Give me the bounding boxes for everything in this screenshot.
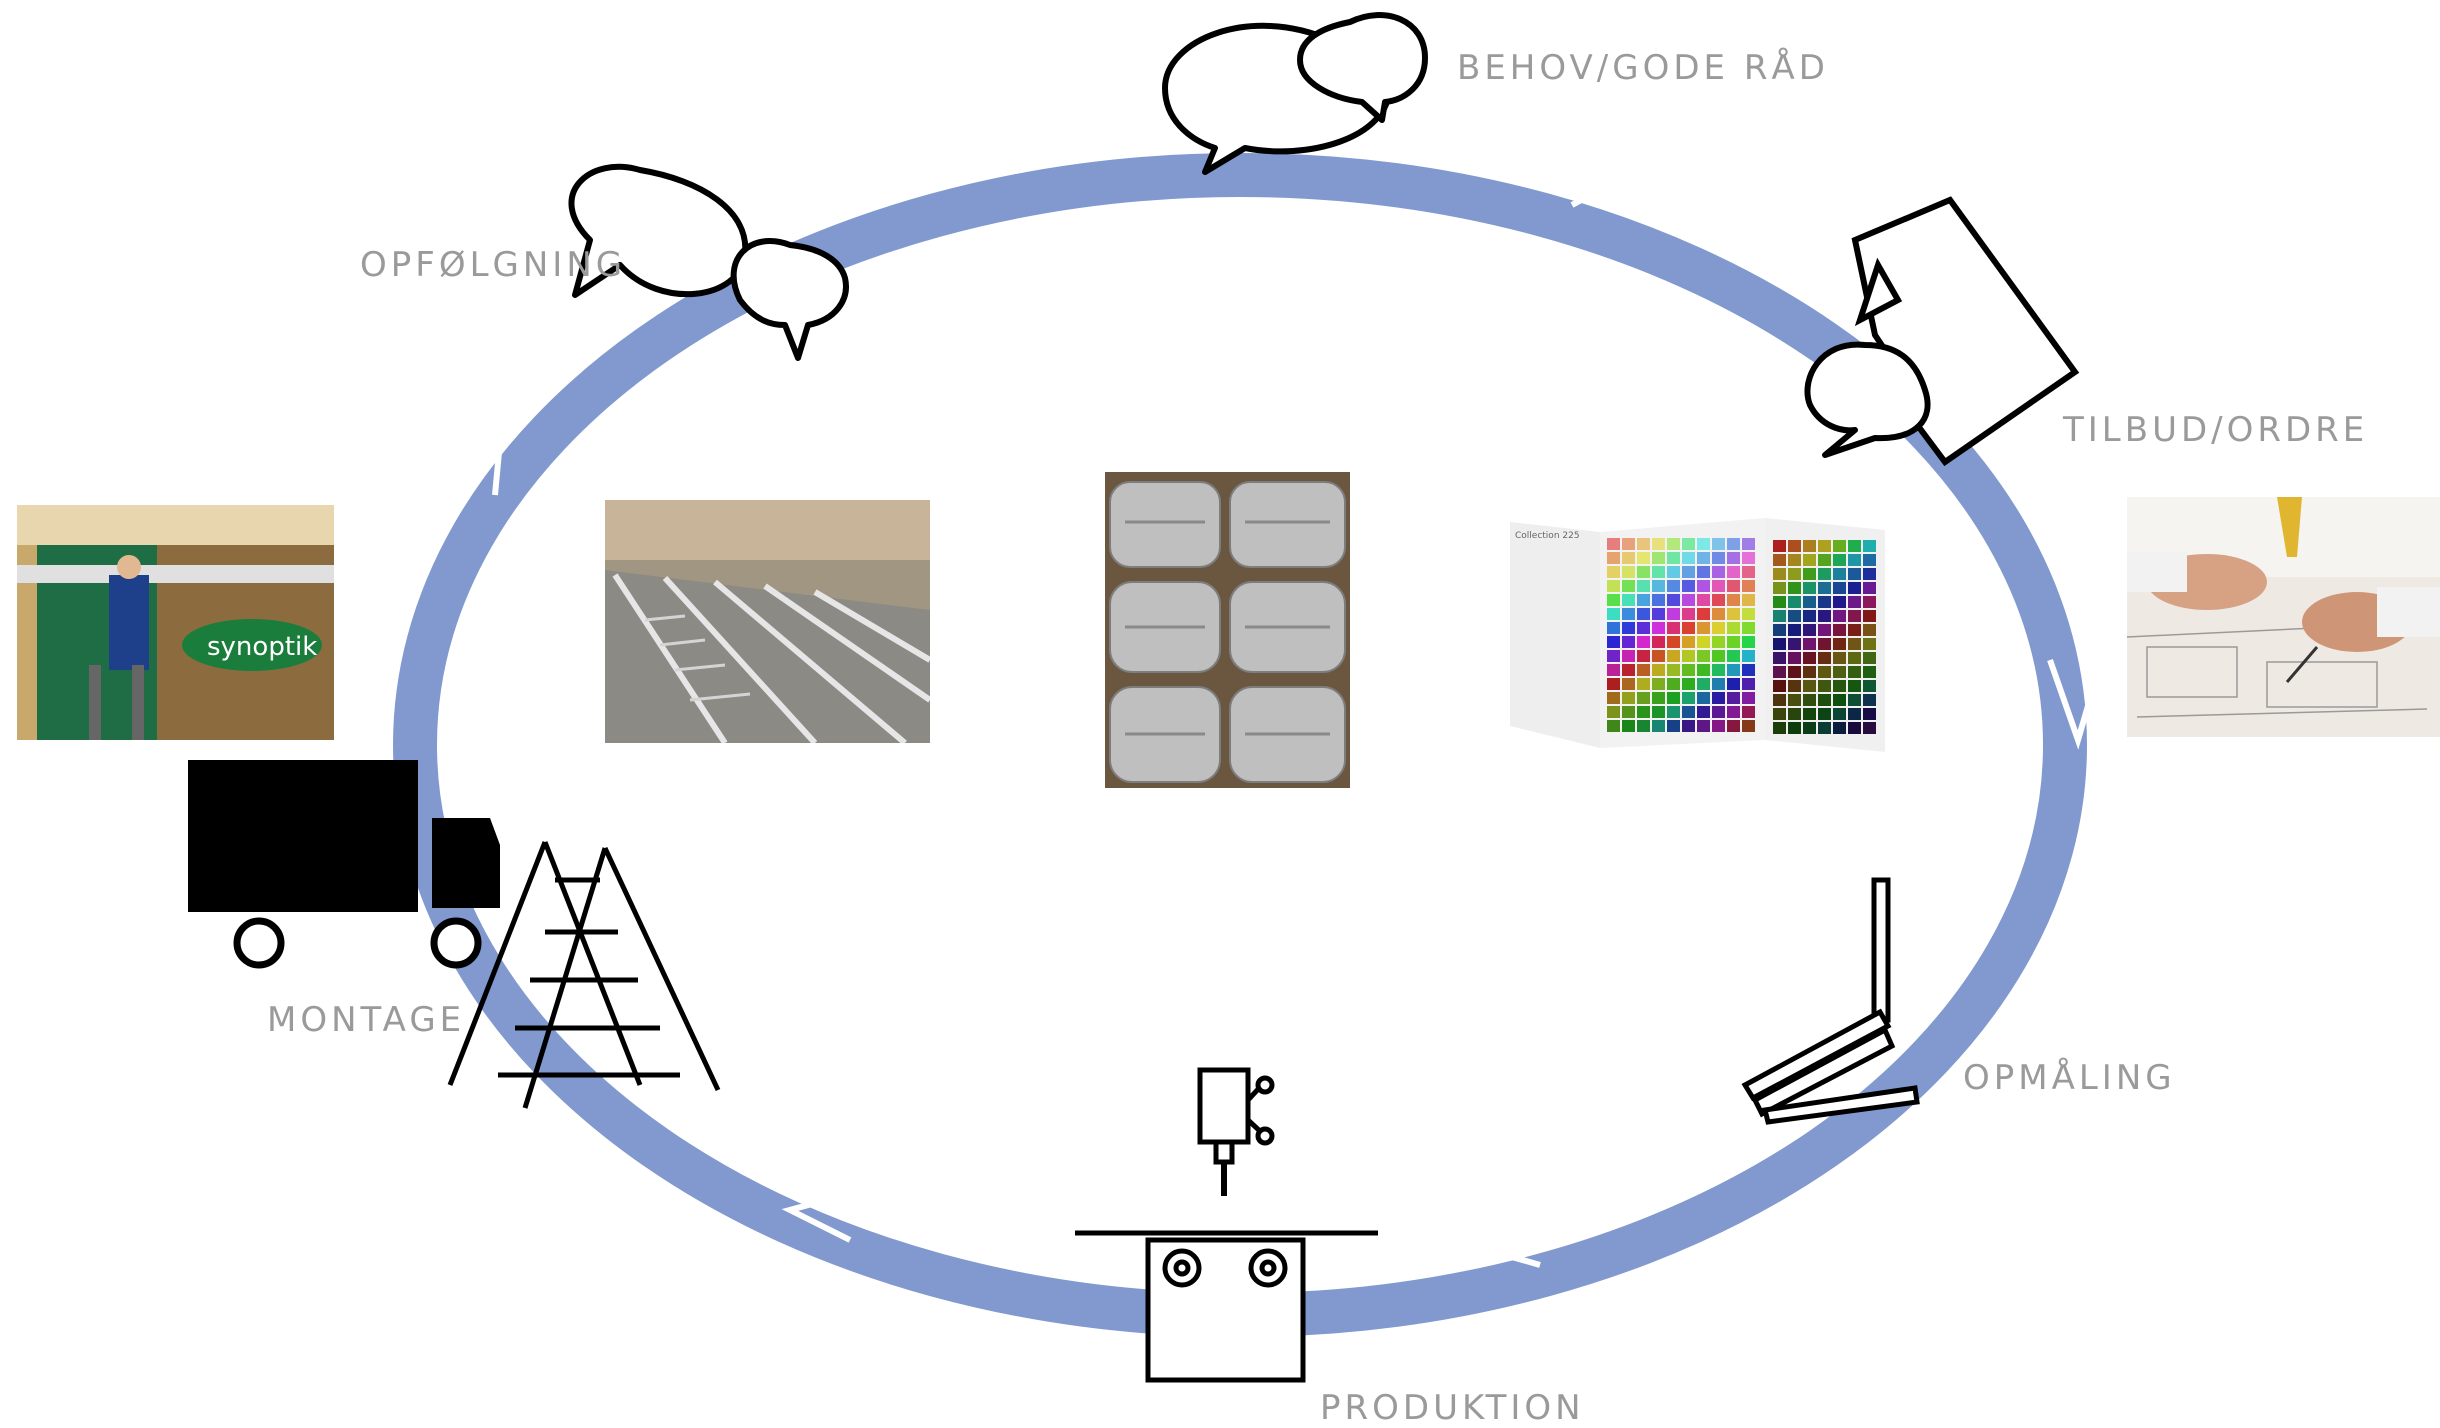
profiles-photo <box>1105 472 1350 788</box>
step-label-tilbud: TILBUD/ORDRE <box>2063 410 2369 450</box>
arrow-marker <box>1554 157 1637 208</box>
arrow-marker <box>914 125 998 183</box>
arrow-marker <box>781 1192 852 1243</box>
ladder-icon <box>447 841 721 1109</box>
planning-photo <box>2127 497 2440 737</box>
installer-photo: synoptik <box>17 505 334 740</box>
photo-sign-text: synoptik <box>207 632 317 662</box>
truck-icon <box>188 760 500 969</box>
arrow-marker <box>467 410 506 496</box>
step-label-behov: BEHOV/GODE RÅD <box>1457 48 1829 88</box>
folding-ruler-icon <box>1741 877 1920 1125</box>
speech-bubble-icon <box>1804 341 1931 458</box>
step-label-opmaaling: OPMÅLING <box>1963 1058 2176 1098</box>
frames-photo <box>605 500 930 743</box>
color-chart-photo: Collection 225 <box>1505 510 1895 762</box>
arrow-marker <box>2047 659 2103 750</box>
step-label-montage: MONTAGE <box>267 1000 466 1040</box>
arrow-marker <box>1461 1212 1541 1268</box>
color-chart-title: Collection 225 <box>1515 531 1580 541</box>
machine-icon <box>1075 1067 1378 1383</box>
speech-bubbles-icon <box>1162 12 1428 175</box>
step-label-produktion: PRODUKTION <box>1320 1388 1585 1428</box>
step-label-opfoelgning: OPFØLGNING <box>360 245 627 285</box>
cycle-arrow-markers <box>467 125 2103 1268</box>
speech-bubbles-icon <box>568 163 849 361</box>
